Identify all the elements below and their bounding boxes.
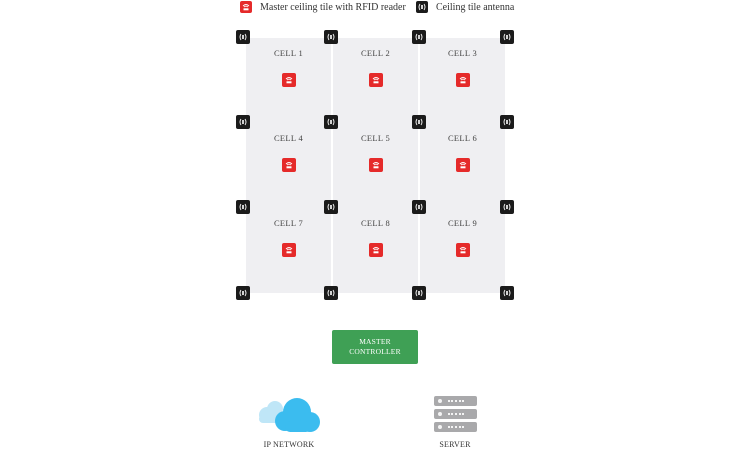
cell-8: CELL 8	[333, 208, 418, 293]
cell-9: CELL 9	[420, 208, 505, 293]
legend-antenna: Ceiling tile antenna	[416, 0, 514, 14]
rfid-reader-icon	[456, 158, 470, 172]
rfid-reader-icon	[369, 73, 383, 87]
master-controller-line1: MASTER	[359, 337, 391, 346]
antenna-icon	[324, 200, 338, 214]
antenna-icon	[412, 200, 426, 214]
antenna-icon	[324, 286, 338, 300]
server-icon	[433, 396, 478, 436]
antenna-icon	[412, 30, 426, 44]
server-label: SERVER	[439, 440, 471, 449]
antenna-icon	[412, 286, 426, 300]
antenna-icon	[500, 286, 514, 300]
rfid-reader-icon	[456, 73, 470, 87]
master-controller-line2: CONTROLLER	[349, 347, 401, 356]
antenna-icon	[500, 200, 514, 214]
rfid-reader-icon	[240, 1, 252, 13]
cell-label: CELL 7	[273, 218, 304, 228]
cell-label: CELL 3	[447, 48, 478, 58]
cell-3: CELL 3	[420, 38, 505, 123]
rfid-reader-icon	[369, 158, 383, 172]
cell-label: CELL 5	[360, 133, 391, 143]
antenna-icon	[236, 200, 250, 214]
antenna-icon	[324, 115, 338, 129]
antenna-icon	[236, 286, 250, 300]
cell-label: CELL 1	[273, 48, 304, 58]
legend-master-tile-label: Master ceiling tile with RFID reader	[260, 1, 406, 13]
rfid-reader-icon	[456, 243, 470, 257]
antenna-icon	[412, 115, 426, 129]
cell-6: CELL 6	[420, 123, 505, 208]
legend-master-tile: Master ceiling tile with RFID reader	[240, 0, 406, 14]
cell-5: CELL 5	[333, 123, 418, 208]
antenna-icon	[236, 115, 250, 129]
cell-label: CELL 4	[273, 133, 304, 143]
rfid-reader-icon	[282, 73, 296, 87]
master-controller: MASTER CONTROLLER	[332, 330, 418, 364]
cell-label: CELL 8	[360, 218, 391, 228]
cell-4: CELL 4	[246, 123, 331, 208]
cell-label: CELL 6	[447, 133, 478, 143]
antenna-icon	[500, 115, 514, 129]
antenna-icon	[324, 30, 338, 44]
rfid-reader-icon	[369, 243, 383, 257]
cell-1: CELL 1	[246, 38, 331, 123]
cell-label: CELL 2	[360, 48, 391, 58]
cell-2: CELL 2	[333, 38, 418, 123]
rfid-reader-icon	[282, 158, 296, 172]
antenna-icon	[236, 30, 250, 44]
cloud-icon	[259, 398, 320, 432]
antenna-icon	[416, 1, 428, 13]
cell-label: CELL 9	[447, 218, 478, 228]
ip-network-label: IP NETWORK	[263, 440, 315, 449]
antenna-icon	[500, 30, 514, 44]
rfid-reader-icon	[282, 243, 296, 257]
legend-antenna-label: Ceiling tile antenna	[436, 1, 515, 13]
cell-7: CELL 7	[246, 208, 331, 293]
